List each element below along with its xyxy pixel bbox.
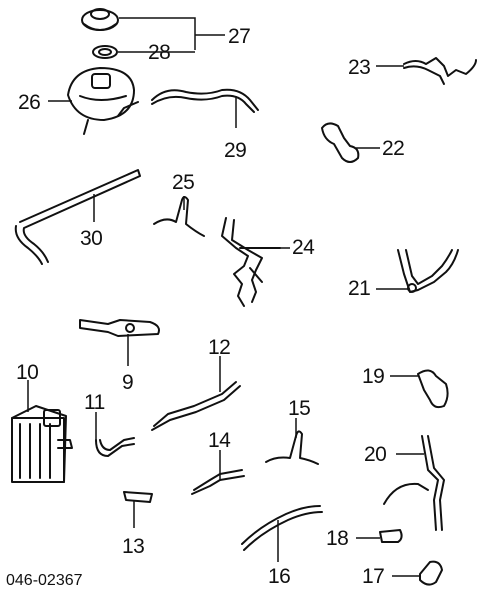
callout-19: 19 (362, 365, 385, 388)
diagram-part-number: 046-02367 (6, 572, 83, 589)
part-14-pipe (191, 469, 245, 495)
part-24-hose (221, 217, 281, 307)
callout-30: 30 (80, 227, 103, 250)
leader-27-28 (118, 17, 225, 53)
part-15-hose (265, 430, 319, 465)
callout-25: 25 (172, 171, 195, 194)
callout-9: 9 (122, 371, 134, 394)
part-17-fitting (419, 560, 443, 586)
callout-12: 12 (208, 336, 231, 359)
part-13-hose (123, 491, 153, 503)
callout-24: 24 (292, 236, 315, 259)
part-28-seal (92, 45, 118, 59)
part-23-hose (403, 57, 477, 85)
callout-11: 11 (84, 391, 105, 414)
part-12-pipe (151, 381, 241, 431)
callout-16: 16 (268, 565, 291, 588)
callout-26: 26 (18, 91, 41, 114)
callout-20: 20 (364, 443, 387, 466)
callout-21: 21 (348, 277, 371, 300)
part-29-hose (151, 88, 259, 113)
callout-18: 18 (326, 527, 349, 550)
part-25-hose (153, 196, 205, 237)
callout-28: 28 (148, 41, 171, 64)
part-10-core (11, 405, 73, 483)
part-16-hose (241, 505, 323, 551)
callout-23: 23 (348, 56, 371, 79)
callout-17: 17 (362, 565, 385, 588)
part-19-fitting (417, 369, 449, 409)
part-21-hose (397, 249, 459, 293)
callout-14: 14 (208, 429, 231, 452)
part-9-flange (79, 319, 160, 337)
callout-29: 29 (224, 139, 247, 162)
part-26-tank (67, 67, 139, 135)
callout-22: 22 (382, 137, 405, 160)
callout-15: 15 (288, 397, 311, 420)
part-18-fitting (379, 529, 403, 543)
part-27-cap (81, 8, 119, 31)
callout-10: 10 (16, 361, 39, 384)
callout-13: 13 (122, 535, 145, 558)
part-20-hose (383, 435, 445, 531)
part-30-pipe (14, 169, 141, 265)
part-11-hose (95, 437, 135, 457)
part-22-fitting (321, 122, 360, 163)
callout-27: 27 (228, 25, 251, 48)
